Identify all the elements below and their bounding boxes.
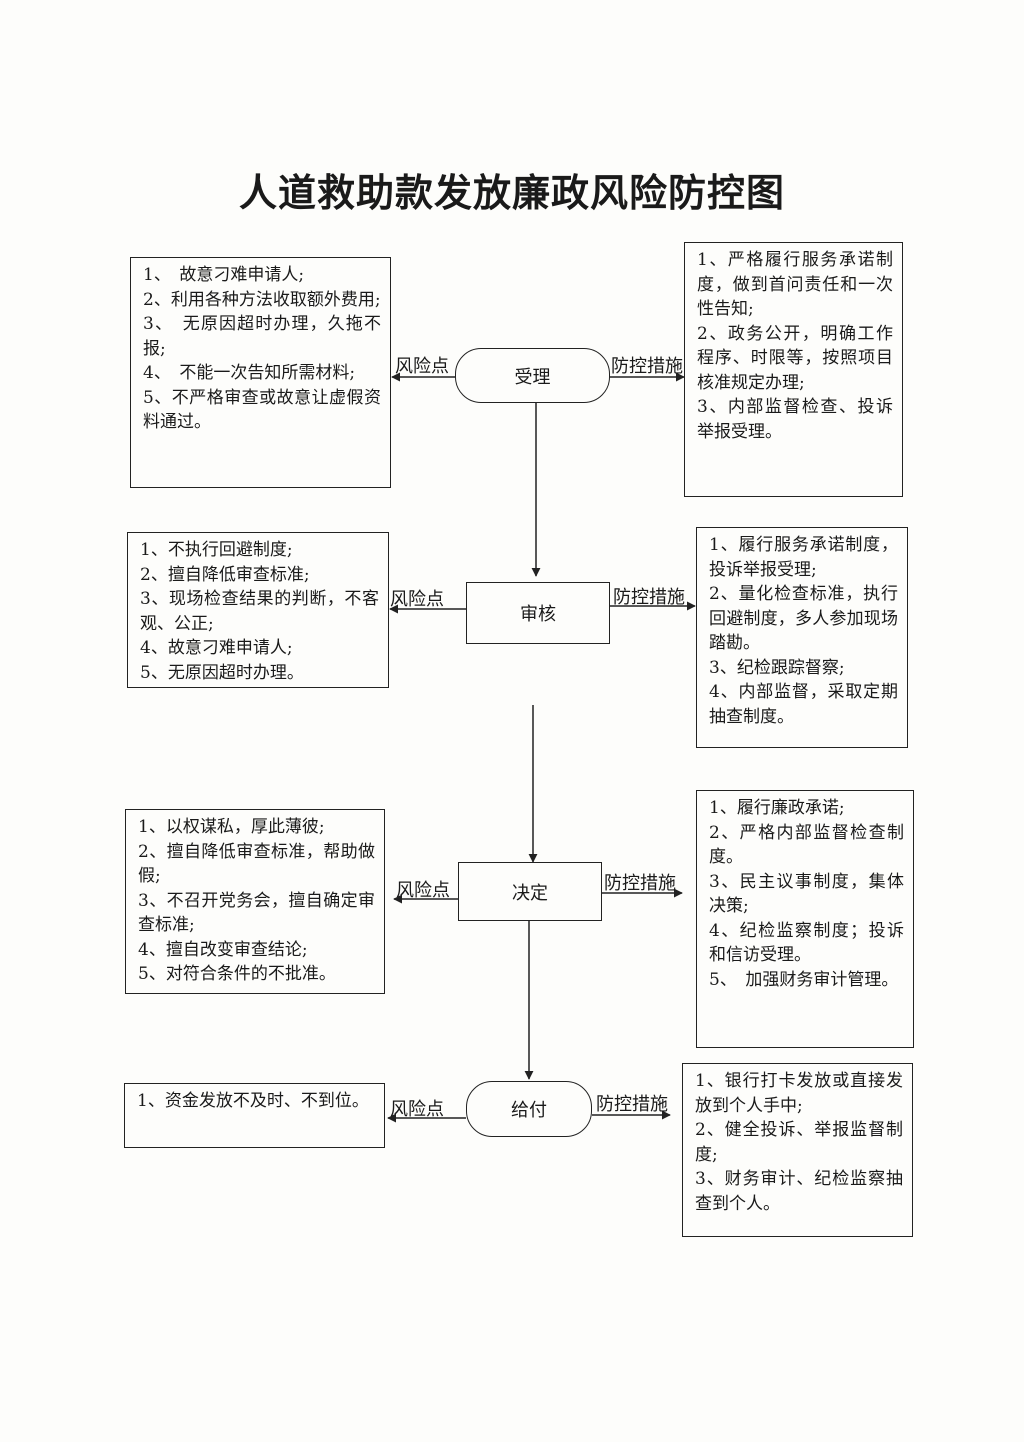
risk-label-2: 风险点 <box>390 589 444 610</box>
step-node-decide: 决定 <box>458 862 602 921</box>
control-item: 2、健全投诉、举报监督制度; <box>695 1120 903 1165</box>
risk-item: 5、对符合条件的不批准。 <box>138 964 336 984</box>
control-label-1: 防控措施 <box>611 356 683 377</box>
control-box-3: 1、履行廉政承诺; 2、严格内部监督检查制度。 3、民主议事制度，集体决策; 4… <box>696 790 914 1048</box>
risk-label-4: 风险点 <box>390 1099 444 1120</box>
control-item: 5、 加强财务审计管理。 <box>709 969 899 990</box>
risk-label-3: 风险点 <box>396 880 450 901</box>
control-item: 1、履行廉政承诺; <box>709 798 845 818</box>
control-item: 1、银行打卡发放或直接发放到个人手中; <box>695 1071 903 1116</box>
control-item: 4、纪检监察制度；投诉和信访受理。 <box>709 920 904 966</box>
control-item: 2、量化检查标准，执行回避制度，多人参加现场踏勘。 <box>709 584 898 653</box>
control-item: 1、严格履行服务承诺制度，做到首问责任和一次性告知; <box>697 250 893 319</box>
control-item: 1、履行服务承诺制度，投诉举报受理; <box>709 535 898 580</box>
control-item: 3、财务审计、纪检监察抽查到个人。 <box>695 1169 903 1214</box>
step-node-review: 审核 <box>466 582 610 644</box>
risk-item: 3、 无原因超时办理，久拖不报; <box>143 314 381 359</box>
risk-item: 4、故意刁难申请人; <box>140 638 293 658</box>
risk-item: 2、擅自降低审查标准; <box>140 564 310 585</box>
control-label-2: 防控措施 <box>613 587 685 608</box>
control-item: 2、严格内部监督检查制度。 <box>709 822 904 868</box>
risk-item: 5、无原因超时办理。 <box>140 662 304 683</box>
page-title: 人道救助款发放廉政风险防控图 <box>238 171 785 215</box>
risk-item: 1、 故意刁难申请人; <box>143 265 305 285</box>
step-node-accept: 受理 <box>455 348 610 403</box>
risk-box-3: 1、以权谋私，厚此薄彼; 2、擅自降低审查标准，帮助做假; 3、不召开党务会，擅… <box>125 809 385 994</box>
control-box-4: 1、银行打卡发放或直接发放到个人手中; 2、健全投诉、举报监督制度; 3、财务审… <box>682 1063 913 1237</box>
control-box-1: 1、严格履行服务承诺制度，做到首问责任和一次性告知; 2、政务公开，明确工作程序… <box>684 242 903 497</box>
risk-item: 1、不执行回避制度; <box>140 540 293 560</box>
risk-item: 2、利用各种方法收取额外费用; <box>143 289 381 310</box>
risk-item: 3、现场检查结果的判断，不客观、公正; <box>140 589 379 634</box>
control-item: 3、纪检跟踪督察; <box>709 657 845 678</box>
control-item: 3、民主议事制度，集体决策; <box>709 871 904 917</box>
risk-label-1: 风险点 <box>395 356 449 377</box>
control-item: 2、政务公开，明确工作程序、时限等，按照项目核准规定办理; <box>697 323 893 393</box>
risk-box-4: 1、资金发放不及时、不到位。 <box>124 1083 385 1148</box>
risk-item: 4、擅自改变审查结论; <box>138 939 308 960</box>
step-node-pay: 给付 <box>466 1081 592 1137</box>
risk-box-1: 1、 故意刁难申请人; 2、利用各种方法收取额外费用; 3、 无原因超时办理，久… <box>130 257 391 488</box>
control-label-3: 防控措施 <box>604 873 676 894</box>
risk-item: 2、擅自降低审查标准，帮助做假; <box>138 841 375 887</box>
control-item: 4、内部监督，采取定期抽查制度。 <box>709 682 898 727</box>
risk-box-2: 1、不执行回避制度; 2、擅自降低审查标准; 3、现场检查结果的判断，不客观、公… <box>127 532 389 688</box>
risk-item: 3、不召开党务会，擅自确定审查标准; <box>138 890 375 936</box>
control-label-4: 防控措施 <box>596 1094 668 1115</box>
risk-item: 1、以权谋私，厚此薄彼; <box>138 817 325 837</box>
control-box-2: 1、履行服务承诺制度，投诉举报受理; 2、量化检查标准，执行回避制度，多人参加现… <box>696 527 908 748</box>
risk-item: 1、资金发放不及时、不到位。 <box>137 1091 369 1111</box>
control-item: 3、内部监督检查、投诉举报受理。 <box>697 397 893 442</box>
risk-item: 4、 不能一次告知所需材料; <box>143 363 356 383</box>
risk-item: 5、不严格审查或故意让虚假资料通过。 <box>143 387 381 433</box>
